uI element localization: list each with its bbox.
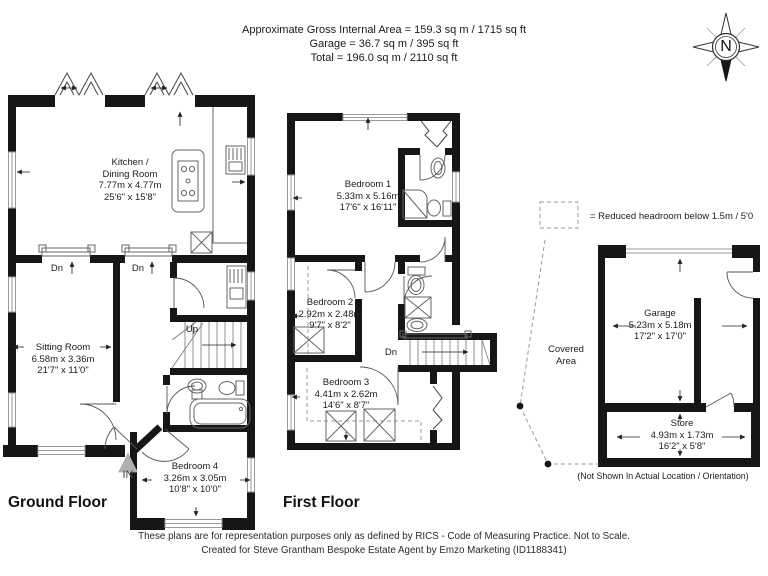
covered-area-line: Covered (548, 344, 584, 355)
ground-floor-plan (3, 71, 255, 530)
room-name: Dining Room (102, 168, 158, 180)
compass-north-label: N (720, 38, 732, 55)
stairs-up-label: Up (185, 324, 199, 335)
room-name: Garage (644, 308, 676, 319)
room-dim-metric: 2.92m x 2.48m (298, 308, 362, 320)
room-name: Kitchen / (111, 157, 149, 168)
room-name: Sitting Room (35, 342, 91, 353)
steps-icon (38, 244, 177, 274)
dormer-slope-icon (420, 120, 452, 148)
room-dim-imperial: 9'7" x 8'2" (309, 320, 351, 331)
area-summary: Approximate Gross Internal Area = 159.3 … (0, 23, 768, 65)
garage-plan (516, 239, 760, 468)
first-floor-doors (326, 154, 446, 406)
room-dim-imperial: 21'7" x 11'0" (37, 365, 89, 376)
bathroom-fixtures-icon (187, 378, 251, 429)
entrance-label: IN (122, 469, 134, 481)
room-label-bedroom1: Bedroom 1 5.33m x 5.16m 17'6" x 16'11" (300, 179, 436, 214)
first-floor-plan (287, 113, 497, 450)
room-label-kitchen: Kitchen / Dining Room 7.77m x 4.77m 25'6… (55, 157, 205, 203)
room-dim-metric: 3.26m x 3.05m (163, 472, 227, 484)
room-dim-imperial: 16'2" x 5'8" (658, 441, 706, 452)
covered-area-label: Covered Area (530, 344, 602, 367)
room-name: Bedroom 2 (306, 297, 354, 308)
ground-floor-title: Ground Floor (8, 494, 108, 511)
family-bathroom-fixtures-icon (404, 266, 432, 332)
kitchen-sink-icon (190, 107, 247, 254)
stairs-dn-label: Dn (131, 263, 145, 274)
room-name: Bedroom 4 (171, 461, 219, 472)
garage-doors (705, 271, 754, 408)
disclaimer-line2: Created for Steve Grantham Bespoke Estat… (201, 545, 567, 556)
ensuite-fixtures-icon (402, 157, 452, 219)
kitchen-island-icon (171, 149, 205, 213)
staircase-down-icon (399, 330, 491, 366)
legend-text: = Reduced headroom below 1.5m / 5'0 (590, 211, 754, 222)
ground-floor-windows (8, 137, 255, 528)
gross-internal-area: Approximate Gross Internal Area = 159.3 … (241, 24, 526, 36)
staircase-up-icon (171, 321, 242, 369)
room-label-bedroom2: Bedroom 2 2.92m x 2.48m 9'7" x 8'2" (286, 297, 374, 332)
ground-floor-doors (79, 277, 205, 462)
room-dim-metric: 6.58m x 3.36m (31, 353, 95, 365)
room-dim-imperial: 25'6" x 15'8" (103, 191, 157, 203)
garage-location-note: (Not Shown In Actual Location / Orientat… (577, 471, 749, 481)
disclaimer-line1: These plans are for representation purpo… (138, 531, 630, 542)
room-dim-imperial: 17'2" x 17'0" (633, 331, 687, 342)
room-label-store: Store 4.93m x 1.73m 16'2" x 5'8" (626, 418, 738, 453)
room-dim-imperial: 14'6" x 8'7" (322, 400, 370, 411)
first-floor-title: First Floor (283, 494, 360, 511)
room-dim-metric: 5.33m x 5.16m (336, 190, 400, 202)
covered-area-line: Area (555, 355, 577, 367)
room-name: Bedroom 1 (344, 179, 392, 190)
room-dim-imperial: 17'6" x 16'11" (339, 202, 397, 213)
bifold-door-icon (54, 71, 194, 97)
utility-unit-icon (226, 265, 247, 309)
total-area: Total = 196.0 sq m / 2110 sq ft (310, 52, 458, 64)
stairs-dn-label: Dn (384, 347, 398, 358)
compass-icon (692, 12, 760, 82)
first-floor-dim-arrows (291, 117, 371, 441)
room-name: Store (670, 418, 694, 429)
stairs-dn-label: Dn (50, 263, 64, 274)
room-dim-imperial: 10'8" x 10'0" (168, 484, 222, 495)
ground-floor-dim-arrows (12, 111, 251, 517)
room-dim-metric: 7.77m x 4.77m (98, 180, 162, 191)
garage-dim-arrows (612, 258, 748, 457)
room-label-garage: Garage 5.23m x 5.18m 17'2" x 17'0" (604, 308, 716, 343)
covered-area-boundary (516, 239, 599, 468)
reduced-headroom-legend-icon (539, 201, 579, 229)
room-label-sitting-room: Sitting Room 6.58m x 3.36m 21'7" x 11'0" (10, 342, 116, 377)
room-name: Bedroom 3 (322, 377, 370, 388)
garage-area: Garage = 36.7 sq m / 395 sq ft (309, 38, 459, 50)
room-label-bedroom3: Bedroom 3 4.41m x 2.62m 14'6" x 8'7" (289, 377, 403, 412)
room-label-bedroom4: Bedroom 4 3.26m x 3.05m 10'8" x 10'0" (140, 461, 250, 496)
room-dim-metric: 4.41m x 2.62m (314, 388, 378, 400)
room-dim-metric: 5.23m x 5.18m (628, 319, 692, 331)
first-floor-windows (287, 114, 460, 431)
closet-bifold-icon (432, 385, 443, 430)
room-dim-metric: 4.93m x 1.73m (650, 429, 714, 441)
wardrobe-icons (293, 326, 396, 442)
